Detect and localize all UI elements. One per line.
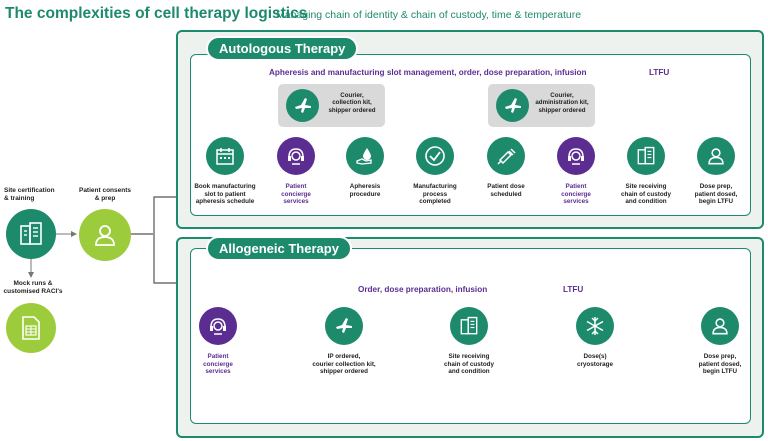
blood-drop-hand-icon — [356, 148, 372, 165]
allo-step-2-node — [325, 307, 363, 345]
person-icon — [708, 148, 724, 165]
autologous-panel — [176, 30, 764, 229]
allo-step-5-node — [701, 307, 739, 345]
courier-administration-label: Courier, administration kit, shipper ord… — [535, 92, 589, 114]
headset-icon — [288, 148, 304, 165]
allo-step-1-label: Patient concierge services — [203, 353, 233, 375]
syringe-icon — [497, 148, 516, 165]
allogeneic-header-ltfu: LTFU — [563, 285, 584, 294]
allo-step-4-node — [576, 307, 614, 345]
building-icon — [637, 146, 655, 165]
mock-runs-label: Mock runs & customised RACI's — [3, 280, 63, 295]
autologous-header: Apheresis and manufacturing slot managem… — [269, 68, 587, 77]
allo-step-3-label: Site receiving chain of custody and cond… — [443, 353, 495, 375]
allo-step-4-label: Dose(s) cryostorage — [576, 353, 614, 368]
document-icon — [22, 316, 40, 340]
auto-step-2-label: Patient concierge services — [281, 183, 311, 205]
site-certification-node — [6, 209, 56, 259]
airplane-icon — [336, 318, 352, 333]
airplane-icon — [504, 97, 521, 113]
auto-step-7-node — [627, 137, 665, 175]
page-subtitle: Managing chain of identity & chain of cu… — [276, 9, 582, 21]
allo-step-2-label: IP ordered, courier collection kit, ship… — [312, 353, 376, 375]
courier-collection-box: Courier, collection kit, shipper ordered — [278, 84, 385, 127]
courier-collection-node — [286, 89, 319, 122]
courier-collection-label: Courier, collection kit, shipper ordered — [328, 92, 376, 114]
person-icon — [712, 318, 728, 335]
allogeneic-header: Order, dose preparation, infusion — [358, 285, 488, 294]
auto-step-4-node — [416, 137, 454, 175]
building-icon — [20, 222, 42, 245]
auto-step-3-node — [346, 137, 384, 175]
allo-step-3-node — [450, 307, 488, 345]
patient-consents-node — [79, 209, 131, 261]
courier-administration-box: Courier, administration kit, shipper ord… — [488, 84, 595, 127]
building-icon — [460, 316, 478, 335]
auto-step-5-node — [487, 137, 525, 175]
patient-consents-label: Patient consents & prep — [78, 187, 131, 202]
headset-icon — [568, 148, 584, 165]
snowflake-icon — [586, 317, 604, 335]
auto-step-8-node — [697, 137, 735, 175]
allo-step-1-node — [199, 307, 237, 345]
auto-step-2-node — [277, 137, 315, 175]
auto-step-6-node — [557, 137, 595, 175]
courier-administration-node — [496, 89, 529, 122]
autologous-inner — [190, 54, 751, 216]
auto-step-6-label: Patient concierge services — [561, 183, 591, 205]
allogeneic-therapy-tag: Allogeneic Therapy — [206, 236, 352, 261]
auto-step-3-label: Apheresis procedure — [349, 183, 381, 198]
auto-step-1-node — [206, 137, 244, 175]
mock-runs-node — [6, 303, 56, 353]
person-icon — [95, 225, 115, 246]
calendar-icon — [216, 148, 234, 165]
autologous-header-ltfu: LTFU — [649, 68, 670, 77]
headset-icon — [210, 318, 226, 335]
allo-step-5-label: Dose prep, patient dosed, begin LTFU — [698, 353, 742, 375]
auto-step-8-label: Dose prep, patient dosed, begin LTFU — [694, 183, 738, 205]
checkmark-icon — [425, 146, 445, 166]
auto-step-4-label: Manufacturing process completed — [413, 183, 457, 205]
airplane-icon — [294, 97, 311, 113]
site-certification-label: Site certification & training — [4, 187, 55, 202]
auto-step-5-label: Patient dose scheduled — [487, 183, 525, 198]
auto-step-7-label: Site receiving chain of custody and cond… — [620, 183, 672, 205]
page-title: The complexities of cell therapy logisti… — [5, 5, 308, 22]
auto-step-1-label: Book manufacturing slot to patient apher… — [194, 183, 256, 205]
autologous-therapy-tag: Autologous Therapy — [206, 36, 359, 61]
